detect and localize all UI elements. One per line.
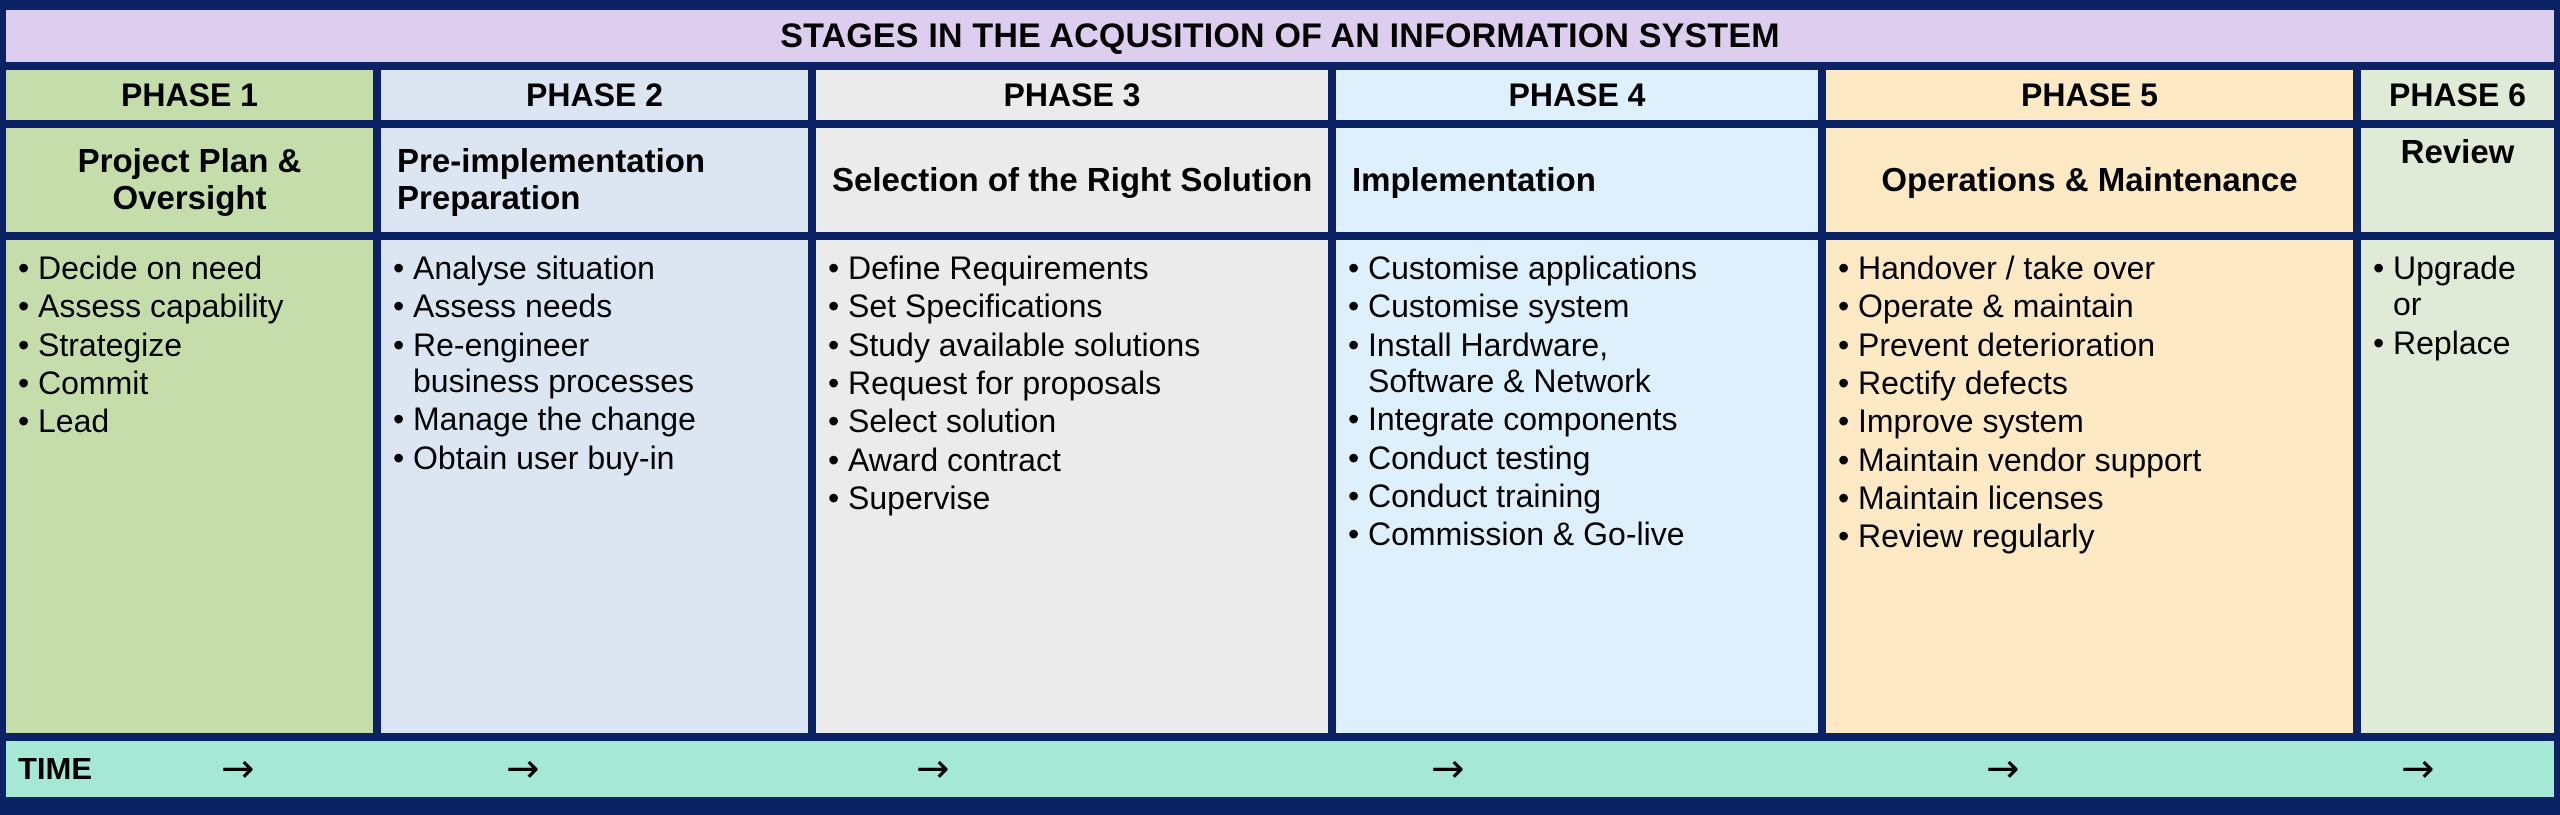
list-item: Analyse situation bbox=[391, 250, 802, 287]
list-item: Commission & Go-live bbox=[1346, 516, 1812, 553]
phase-column-2: PHASE 2 Pre-implementation Preparation A… bbox=[379, 68, 810, 735]
list-item: Conduct training bbox=[1346, 478, 1812, 515]
phase-body-1: Decide on need Assess capability Strateg… bbox=[4, 238, 375, 735]
phase-body-2: Analyse situation Assess needs Re-engine… bbox=[379, 238, 810, 735]
list-item: Select solution bbox=[826, 403, 1322, 440]
list-item: Install Hardware, Software & Network bbox=[1346, 327, 1812, 400]
phase-column-6: PHASE 6 Review Upgrade or Replace bbox=[2359, 68, 2556, 735]
list-item: Define Requirements bbox=[826, 250, 1322, 287]
phase-number-1: PHASE 1 bbox=[4, 68, 375, 122]
list-item: Study available solutions bbox=[826, 327, 1322, 364]
list-item: Supervise bbox=[826, 480, 1322, 517]
list-item: Re-engineer business processes bbox=[391, 327, 802, 400]
phase-body-5: Handover / take over Operate & maintain … bbox=[1824, 238, 2355, 735]
phase-item-list-6: Upgrade or Replace bbox=[2371, 250, 2548, 361]
phase-number-6: PHASE 6 bbox=[2359, 68, 2556, 122]
timeline-arrow-icon: → bbox=[506, 746, 540, 792]
phase-number-2: PHASE 2 bbox=[379, 68, 810, 122]
timeline-arrow-icon: → bbox=[1431, 746, 1465, 792]
list-item: Request for proposals bbox=[826, 365, 1322, 402]
list-item: Set Specifications bbox=[826, 288, 1322, 325]
list-item: Maintain vendor support bbox=[1836, 442, 2347, 479]
list-item: Lead bbox=[16, 403, 367, 440]
timeline-arrow-icon: → bbox=[1986, 746, 2020, 792]
list-item: Review regularly bbox=[1836, 518, 2347, 555]
phase-item-list-2: Analyse situation Assess needs Re-engine… bbox=[391, 250, 802, 476]
list-item: Integrate components bbox=[1346, 401, 1812, 438]
phase-item-list-1: Decide on need Assess capability Strateg… bbox=[16, 250, 367, 440]
list-item: Customise system bbox=[1346, 288, 1812, 325]
list-item: Award contract bbox=[826, 442, 1322, 479]
phase-title-1: Project Plan & Oversight bbox=[4, 126, 375, 234]
list-item: Conduct testing bbox=[1346, 440, 1812, 477]
timeline-arrow-icon: → bbox=[916, 746, 950, 792]
list-item: Operate & maintain bbox=[1836, 288, 2347, 325]
phase-title-5: Operations & Maintenance bbox=[1824, 126, 2355, 234]
phase-column-1: PHASE 1 Project Plan & Oversight Decide … bbox=[4, 68, 375, 735]
phase-item-list-5: Handover / take over Operate & maintain … bbox=[1836, 250, 2347, 555]
list-item: Customise applications bbox=[1346, 250, 1812, 287]
phase-item-list-4: Customise applications Customise system … bbox=[1346, 250, 1812, 553]
phase-body-6: Upgrade or Replace bbox=[2359, 238, 2556, 735]
list-item: Manage the change bbox=[391, 401, 802, 438]
list-item: Maintain licenses bbox=[1836, 480, 2347, 517]
phase-body-3: Define Requirements Set Specifications S… bbox=[814, 238, 1330, 735]
phase-column-3: PHASE 3 Selection of the Right Solution … bbox=[814, 68, 1330, 735]
phase-columns: PHASE 1 Project Plan & Oversight Decide … bbox=[4, 68, 2556, 735]
list-item: Replace bbox=[2371, 325, 2548, 362]
diagram-canvas: STAGES IN THE ACQUSITION OF AN INFORMATI… bbox=[0, 8, 2560, 807]
timeline-label: TIME bbox=[18, 751, 93, 786]
list-item: Handover / take over bbox=[1836, 250, 2347, 287]
phase-title-6: Review bbox=[2359, 126, 2556, 234]
phase-number-3: PHASE 3 bbox=[814, 68, 1330, 122]
list-item: Obtain user buy-in bbox=[391, 440, 802, 477]
list-item: Prevent deterioration bbox=[1836, 327, 2347, 364]
timeline-arrow-icon: → bbox=[221, 746, 255, 792]
list-item: Commit bbox=[16, 365, 367, 402]
phase-body-4: Customise applications Customise system … bbox=[1334, 238, 1820, 735]
timeline-bar: TIME → → → → → → bbox=[4, 739, 2556, 799]
list-item: Improve system bbox=[1836, 403, 2347, 440]
list-item: Rectify defects bbox=[1836, 365, 2347, 402]
timeline-arrow-icon: → bbox=[2401, 746, 2435, 792]
list-item: Assess capability bbox=[16, 288, 367, 325]
diagram-title-banner: STAGES IN THE ACQUSITION OF AN INFORMATI… bbox=[4, 8, 2556, 64]
phase-title-4: Implementation bbox=[1334, 126, 1820, 234]
list-item: Strategize bbox=[16, 327, 367, 364]
page-title: STAGES IN THE ACQUSITION OF AN INFORMATI… bbox=[780, 16, 1780, 55]
list-item: Decide on need bbox=[16, 250, 367, 287]
phase-column-5: PHASE 5 Operations & Maintenance Handove… bbox=[1824, 68, 2355, 735]
phase-column-4: PHASE 4 Implementation Customise applica… bbox=[1334, 68, 1820, 735]
phase-title-3: Selection of the Right Solution bbox=[814, 126, 1330, 234]
list-item: Assess needs bbox=[391, 288, 802, 325]
phase-title-2: Pre-implementation Preparation bbox=[379, 126, 810, 234]
phase-item-list-3: Define Requirements Set Specifications S… bbox=[826, 250, 1322, 517]
phase-number-5: PHASE 5 bbox=[1824, 68, 2355, 122]
list-item: Upgrade or bbox=[2371, 250, 2548, 323]
phase-number-4: PHASE 4 bbox=[1334, 68, 1820, 122]
